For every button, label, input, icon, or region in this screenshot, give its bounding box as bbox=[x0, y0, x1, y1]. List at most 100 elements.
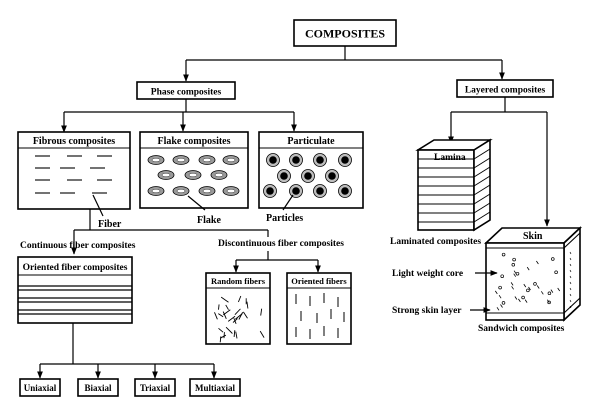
core-pore bbox=[547, 291, 552, 296]
flake-core bbox=[151, 157, 161, 162]
core-fiber bbox=[513, 273, 517, 277]
laminated-stack: Lamina Laminated composites bbox=[390, 138, 493, 247]
random-fiber bbox=[219, 336, 222, 343]
orientation-label: Multiaxial bbox=[195, 383, 235, 393]
random-fiber bbox=[225, 304, 229, 310]
sandwich-composites-label: Sandwich composites bbox=[478, 324, 565, 334]
oriented-fibers-panel: Oriented fibers bbox=[286, 272, 352, 345]
lamina-edge bbox=[473, 148, 491, 160]
fiber-callout: Fiber bbox=[98, 219, 122, 230]
flake-composites-panel: Flake composites bbox=[139, 131, 249, 209]
orientation-multiaxial: Multiaxial bbox=[189, 378, 241, 397]
random-fiber bbox=[218, 304, 220, 310]
layered-composites-label: Layered composites bbox=[465, 86, 546, 96]
flake-core bbox=[214, 172, 224, 177]
connectors-orientation bbox=[37, 323, 217, 379]
core-side-mark bbox=[569, 305, 572, 309]
skin-layer-label: Strong skin layer bbox=[392, 306, 462, 316]
random-fiber bbox=[227, 315, 236, 322]
particulate-label: Particulate bbox=[287, 136, 335, 147]
orientation-label: Uniaxial bbox=[24, 383, 57, 393]
core-fiber bbox=[523, 283, 527, 288]
connectors-layered bbox=[448, 97, 550, 227]
particles-callout: Particles bbox=[266, 213, 303, 224]
title-node: COMPOSITES bbox=[293, 19, 397, 47]
particle-core bbox=[292, 156, 300, 164]
lamina-edge bbox=[473, 211, 491, 223]
particles-pattern bbox=[263, 153, 352, 198]
random-fibers-pattern bbox=[214, 295, 265, 343]
lamina-edge bbox=[473, 184, 491, 196]
particle-core bbox=[316, 187, 324, 195]
core-side-mark bbox=[569, 293, 572, 297]
laminated-composites-label: Laminated composites bbox=[390, 237, 481, 247]
core-fiber bbox=[518, 298, 521, 303]
core-label: Light weight core bbox=[392, 269, 463, 279]
oriented-fibers-pattern bbox=[295, 293, 345, 339]
title-label: COMPOSITES bbox=[305, 27, 385, 41]
core-pore bbox=[521, 295, 525, 300]
oriented-fiber-composites-panel: Oriented fiber composites bbox=[17, 256, 133, 324]
random-fiber bbox=[220, 296, 229, 303]
core-pore bbox=[515, 271, 520, 276]
random-fiber bbox=[218, 313, 224, 318]
flake-core bbox=[188, 172, 198, 177]
connectors-discontinuous bbox=[233, 251, 321, 273]
particle-core bbox=[269, 156, 277, 164]
core-fiber bbox=[510, 282, 514, 286]
connectors-phase bbox=[61, 99, 297, 133]
skin-label: Skin bbox=[523, 231, 543, 242]
sandwich-block: Skin Light weight core Strong skin layer… bbox=[392, 226, 583, 334]
core-pore bbox=[500, 274, 504, 278]
core-pore bbox=[526, 288, 530, 293]
oriented-fiber-composites-label: Oriented fiber composites bbox=[23, 263, 128, 273]
core-fiber bbox=[513, 270, 517, 274]
particle-core bbox=[328, 172, 336, 180]
orientation-uniaxial: Uniaxial bbox=[19, 378, 61, 397]
flakes-pattern bbox=[147, 155, 240, 196]
random-fibers-label: Random fibers bbox=[211, 276, 266, 286]
random-fiber bbox=[218, 327, 224, 333]
continuous-fibers-pattern bbox=[18, 285, 132, 315]
core-side-mark bbox=[569, 251, 572, 255]
oriented-fibers-label: Oriented fibers bbox=[291, 276, 347, 286]
layered-composites-node: Layered composites bbox=[456, 79, 554, 98]
particle-core bbox=[304, 172, 312, 180]
connectors-top bbox=[183, 46, 505, 82]
random-fiber bbox=[260, 308, 263, 316]
core-fiber bbox=[494, 290, 498, 295]
continuous-fiber-label: Continuous fiber composites bbox=[20, 241, 136, 251]
random-fiber bbox=[222, 311, 227, 319]
core-fiber bbox=[524, 299, 528, 303]
core-side-mark bbox=[569, 257, 572, 261]
core-fiber bbox=[528, 286, 531, 291]
core-side-mark bbox=[569, 287, 572, 291]
random-fiber bbox=[234, 308, 241, 316]
particle-core bbox=[292, 187, 300, 195]
random-fiber bbox=[259, 330, 265, 338]
core-side-mark bbox=[569, 263, 572, 267]
core-pore bbox=[512, 257, 516, 262]
random-fibers-panel: Random fibers bbox=[205, 272, 271, 345]
flake-core bbox=[202, 188, 212, 193]
core-pore bbox=[501, 252, 506, 257]
core-pore bbox=[533, 282, 537, 286]
core-fiber bbox=[557, 287, 561, 292]
connectors-fibrous bbox=[71, 209, 269, 255]
core-pore bbox=[501, 301, 506, 305]
core-side-mark bbox=[569, 269, 572, 273]
lamina-edge bbox=[473, 175, 491, 187]
core-pore bbox=[547, 300, 551, 305]
particle-core bbox=[280, 172, 288, 180]
random-fiber bbox=[214, 312, 218, 320]
flake-composites-label: Flake composites bbox=[157, 136, 230, 147]
core-fiber bbox=[498, 294, 502, 299]
core-fiber bbox=[526, 266, 530, 271]
particle-core bbox=[341, 187, 349, 195]
flake-callout: Flake bbox=[197, 215, 221, 226]
random-fiber bbox=[233, 330, 236, 337]
core-fiber bbox=[536, 285, 540, 289]
random-fiber bbox=[225, 326, 233, 334]
core-fiber bbox=[500, 304, 503, 308]
core-fiber bbox=[550, 289, 554, 293]
